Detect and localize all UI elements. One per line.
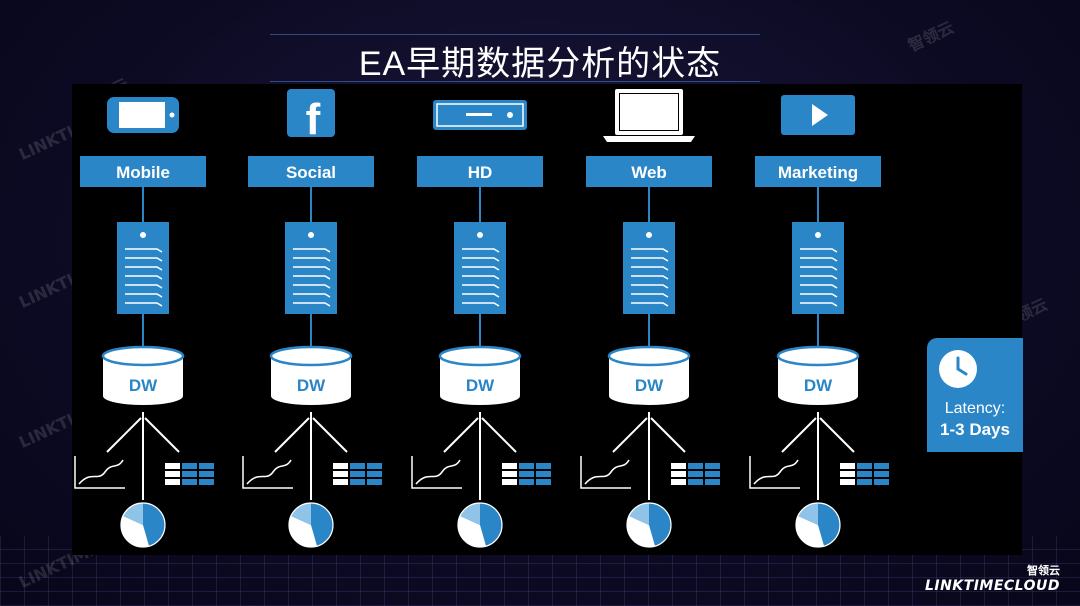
database-icon	[607, 345, 691, 405]
laptop-icon	[603, 89, 695, 142]
title-bar	[270, 34, 760, 82]
brand-logo: 智领云 LINKTIMECLOUD	[925, 562, 1060, 594]
dw-label: DW	[129, 376, 158, 395]
latency-value: 1-3 Days	[940, 420, 1010, 439]
line-chart-icon	[74, 456, 125, 489]
source-label: Marketing	[778, 163, 858, 182]
pie-chart-icon	[795, 502, 841, 548]
source-label-box	[80, 156, 206, 187]
pie-chart-icon	[457, 502, 503, 548]
brand-cn: 智领云	[1027, 564, 1060, 577]
console-icon	[433, 100, 527, 130]
arrow-line	[144, 417, 180, 453]
pie-chart-icon	[120, 502, 166, 548]
source-label-box	[248, 156, 374, 187]
arrow-line	[819, 417, 855, 453]
database-icon	[776, 345, 860, 405]
dw-label: DW	[635, 376, 664, 395]
play-icon	[781, 95, 855, 135]
database-icon	[438, 345, 522, 405]
server-icon	[792, 222, 844, 314]
arrow-line	[443, 417, 479, 453]
pipeline-column-hd: HD DW	[411, 100, 551, 548]
database-icon	[101, 345, 185, 405]
page-title: EA早期数据分析的状态	[358, 45, 722, 83]
latency-label: Latency:	[944, 400, 1006, 417]
arrow-line	[106, 417, 142, 453]
line-chart-icon	[242, 456, 293, 489]
source-label-box	[417, 156, 543, 187]
arrow-line	[612, 417, 648, 453]
arrow-line	[781, 417, 817, 453]
facebook-icon: f	[287, 89, 335, 144]
source-label-box	[586, 156, 712, 187]
latency-badge: Latency: 1-3 Days	[927, 338, 1023, 452]
smartphone-icon	[107, 97, 179, 133]
server-icon	[623, 222, 675, 314]
server-icon	[285, 222, 337, 314]
table-icon	[333, 463, 382, 485]
table-icon	[165, 463, 214, 485]
table-icon	[502, 463, 551, 485]
pie-chart-icon	[626, 502, 672, 548]
svg-text:f: f	[306, 95, 321, 144]
dw-label: DW	[466, 376, 495, 395]
source-label: Web	[631, 163, 667, 182]
source-label-box	[755, 156, 881, 187]
server-icon	[117, 222, 169, 314]
server-icon	[454, 222, 506, 314]
pie-chart-icon	[288, 502, 334, 548]
dw-label: DW	[297, 376, 326, 395]
dw-label: DW	[804, 376, 833, 395]
source-label: Social	[286, 163, 336, 182]
arrow-line	[650, 417, 686, 453]
table-icon	[671, 463, 720, 485]
line-chart-icon	[411, 456, 462, 489]
source-label: HD	[468, 163, 493, 182]
arrow-line	[481, 417, 517, 453]
line-chart-icon	[580, 456, 631, 489]
database-icon	[269, 345, 353, 405]
line-chart-icon	[749, 456, 800, 489]
clock-icon	[939, 350, 977, 388]
arrow-line	[274, 417, 310, 453]
brand-en: LINKTIMECLOUD	[924, 578, 1060, 594]
table-icon	[840, 463, 889, 485]
arrow-line	[312, 417, 348, 453]
source-label: Mobile	[116, 163, 170, 182]
